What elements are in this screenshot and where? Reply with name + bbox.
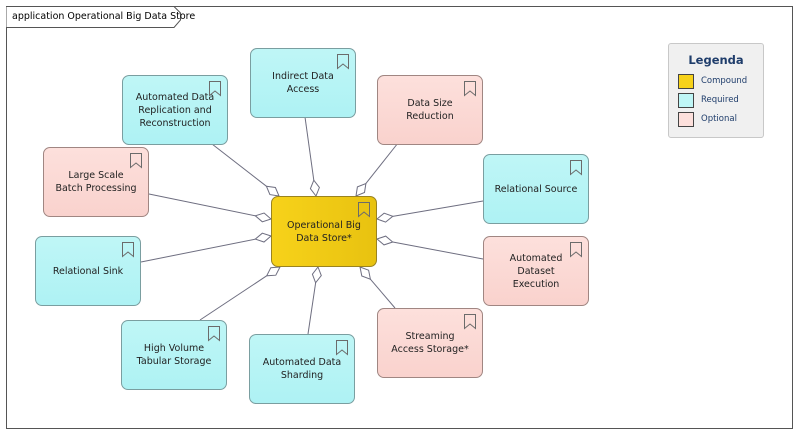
element-label: High Volume Tabular Storage bbox=[136, 343, 212, 367]
connector-line-automated-dataset-execution[interactable] bbox=[392, 241, 484, 260]
aggregation-diamond bbox=[254, 212, 272, 223]
aggregation-diamond bbox=[309, 179, 320, 198]
element-label: Operational Big Data Store* bbox=[287, 219, 361, 244]
aggregation-diamond bbox=[355, 182, 367, 197]
connector-line-automated-data-replication[interactable] bbox=[211, 143, 267, 187]
bookmark-icon bbox=[464, 81, 476, 97]
connector-line-automated-data-sharding[interactable] bbox=[307, 282, 317, 335]
frame-title: application Operational Big Data Store bbox=[12, 11, 196, 22]
bookmark-icon bbox=[464, 314, 476, 330]
aggregation-diamond bbox=[375, 235, 394, 246]
legend-swatch-required bbox=[678, 93, 694, 108]
element-label: Large Scale Batch Processing bbox=[55, 170, 137, 194]
element-indirect-data-access[interactable]: Indirect Data Access bbox=[250, 48, 356, 118]
element-label: Indirect Data Access bbox=[272, 71, 334, 95]
legend-label: Required bbox=[701, 95, 739, 105]
connector-line-indirect-data-access[interactable] bbox=[304, 116, 315, 181]
legend-label: Compound bbox=[701, 76, 748, 86]
element-label: Data Size Reduction bbox=[406, 98, 454, 122]
bookmark-icon bbox=[122, 242, 134, 258]
element-automated-data-sharding[interactable]: Automated Data Sharding bbox=[249, 334, 355, 404]
connector-line-data-size-reduction[interactable] bbox=[365, 142, 399, 184]
element-relational-source[interactable]: Relational Source bbox=[483, 154, 589, 224]
aggregation-diamond bbox=[311, 265, 322, 284]
element-label: Automated Data Replication and Reconstru… bbox=[135, 91, 215, 129]
element-automated-dataset-execution[interactable]: Automated Dataset Execution bbox=[483, 236, 589, 306]
legend-swatch-optional bbox=[678, 112, 694, 127]
bookmark-icon bbox=[130, 153, 142, 169]
connector-line-large-scale-batch-processing[interactable] bbox=[148, 193, 256, 217]
legend-title: Legenda bbox=[688, 53, 744, 67]
element-large-scale-batch-processing[interactable]: Large Scale Batch Processing bbox=[43, 147, 149, 217]
connector-line-high-volume-tabular-storage[interactable] bbox=[199, 275, 267, 321]
aggregation-diamond bbox=[265, 266, 281, 277]
aggregation-diamond bbox=[359, 266, 372, 280]
element-label: Relational Source bbox=[494, 183, 578, 195]
legend: Legenda Compound Required Optional bbox=[668, 43, 764, 138]
bookmark-icon bbox=[570, 160, 582, 176]
connector-line-streaming-access-storage[interactable] bbox=[370, 278, 396, 309]
connector-line-relational-sink[interactable] bbox=[140, 238, 256, 263]
element-label: Automated Data Sharding bbox=[262, 357, 342, 381]
element-data-size-reduction[interactable]: Data Size Reduction bbox=[377, 75, 483, 145]
bookmark-icon bbox=[208, 326, 220, 342]
bookmark-icon bbox=[358, 202, 370, 218]
aggregation-diamond bbox=[265, 185, 280, 197]
element-label: Relational Sink bbox=[52, 265, 124, 277]
bookmark-icon bbox=[570, 242, 582, 258]
aggregation-diamond bbox=[376, 212, 394, 223]
connector-line-relational-source[interactable] bbox=[392, 200, 484, 217]
element-relational-sink[interactable]: Relational Sink bbox=[35, 236, 141, 306]
element-automated-data-replication[interactable]: Automated Data Replication and Reconstru… bbox=[122, 75, 228, 145]
element-label: Automated Dataset Execution bbox=[509, 252, 563, 290]
element-label: Streaming Access Storage* bbox=[391, 331, 469, 355]
element-high-volume-tabular-storage[interactable]: High Volume Tabular Storage bbox=[121, 320, 227, 390]
legend-swatch-compound bbox=[678, 74, 694, 89]
aggregation-diamond bbox=[254, 232, 273, 243]
bookmark-icon bbox=[337, 54, 349, 70]
frame-title-tab bbox=[6, 6, 181, 28]
bookmark-icon bbox=[209, 81, 221, 97]
bookmark-icon bbox=[336, 340, 348, 356]
legend-label: Optional bbox=[701, 114, 737, 124]
element-streaming-access-storage[interactable]: Streaming Access Storage* bbox=[377, 308, 483, 378]
element-operational-big-data-store[interactable]: Operational Big Data Store* bbox=[271, 196, 377, 267]
